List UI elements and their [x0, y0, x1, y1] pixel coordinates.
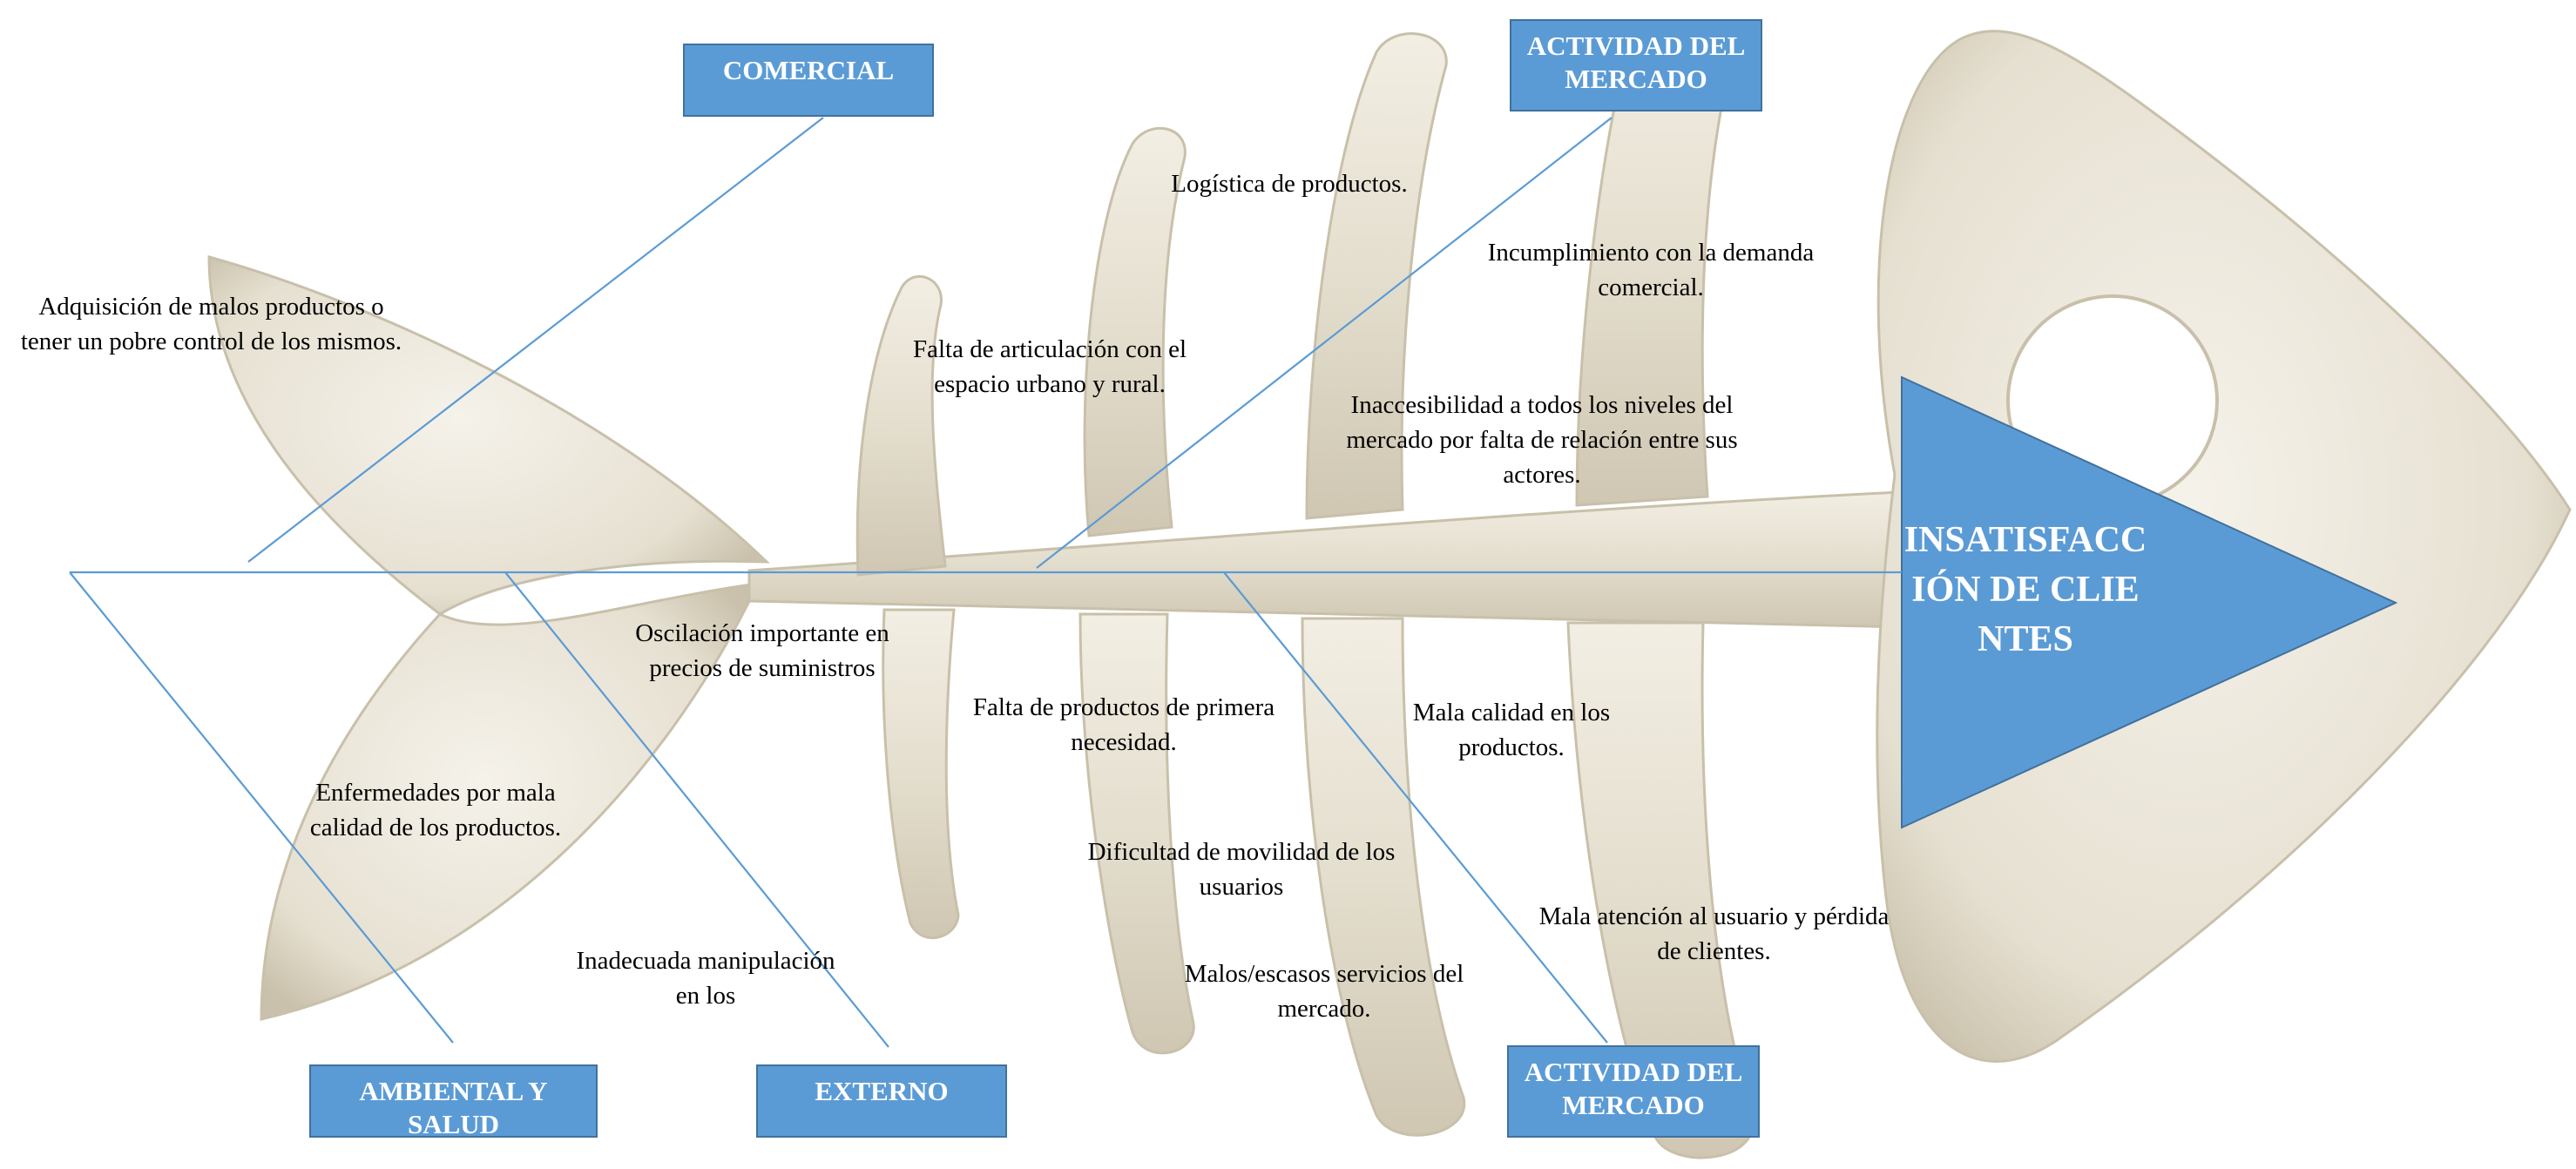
tail-lower-lobe [260, 582, 761, 1021]
rib-lower-2 [1078, 612, 1195, 1055]
rib-upper-2 [1083, 126, 1187, 537]
effect-triangle [1901, 375, 2398, 829]
rib-lower-4 [1566, 621, 1755, 1159]
upper-ribs [855, 19, 1731, 577]
rib-upper-3 [1305, 32, 1448, 520]
branch-externo [504, 571, 889, 1048]
cause-mala-calidad: Mala calidad en los productos. [1412, 699, 1611, 761]
lower-ribs [882, 608, 1755, 1159]
cause-inadecuada: Inadecuada manipulación en los [576, 947, 835, 1010]
branch-ambiental [69, 571, 454, 1044]
cause-falta-productos: Falta de productos de primera necesidad. [972, 693, 1275, 756]
branch-comercial [247, 117, 824, 563]
cause-atencion: Mala atención al usuario y pérdida de cl… [1538, 902, 1890, 965]
cause-enfermedades: Enfermedades por mala calidad de los pro… [309, 779, 562, 841]
category-comercial: COMERCIAL [683, 44, 934, 117]
rib-upper-1 [855, 275, 947, 577]
category-externo: EXTERNO [756, 1064, 1007, 1138]
effect-label: INSATISFACCIÓN DE CLIENTES [1903, 520, 2147, 659]
tail-upper-lobe [207, 255, 770, 616]
rib-lower-3 [1301, 617, 1466, 1137]
cause-oscilacion: Oscilación importante en precios de sumi… [635, 619, 889, 682]
cause-movilidad: Dificultad de movilidad de los usuarios [1087, 838, 1396, 901]
category-actividad-mercado-bottom: ACTIVIDAD DEL MERCADO [1507, 1045, 1760, 1138]
branch-actividad-bottom [1223, 571, 1608, 1044]
cause-servicios: Malos/escasos servicios del mercado. [1184, 960, 1464, 1023]
cause-incumplimiento: Incumplimiento con la demanda comercial. [1487, 239, 1815, 301]
connector-lines [69, 117, 1902, 1048]
rib-lower-1 [882, 608, 960, 940]
cause-articulacion: Falta de articulación con el espacio urb… [912, 335, 1187, 398]
cause-adquisicion: Adquisición de malos productos o tener u… [20, 293, 402, 355]
category-actividad-mercado-top: ACTIVIDAD DEL MERCADO [1510, 19, 1762, 111]
cause-logistica: Logística de productos. [1171, 170, 1408, 198]
category-ambiental-salud: AMBIENTAL Y SALUD [309, 1064, 598, 1138]
branch-actividad-top [1036, 117, 1613, 569]
cause-inaccesibilidad: Inaccesibilidad a todos los niveles del … [1346, 391, 1738, 489]
